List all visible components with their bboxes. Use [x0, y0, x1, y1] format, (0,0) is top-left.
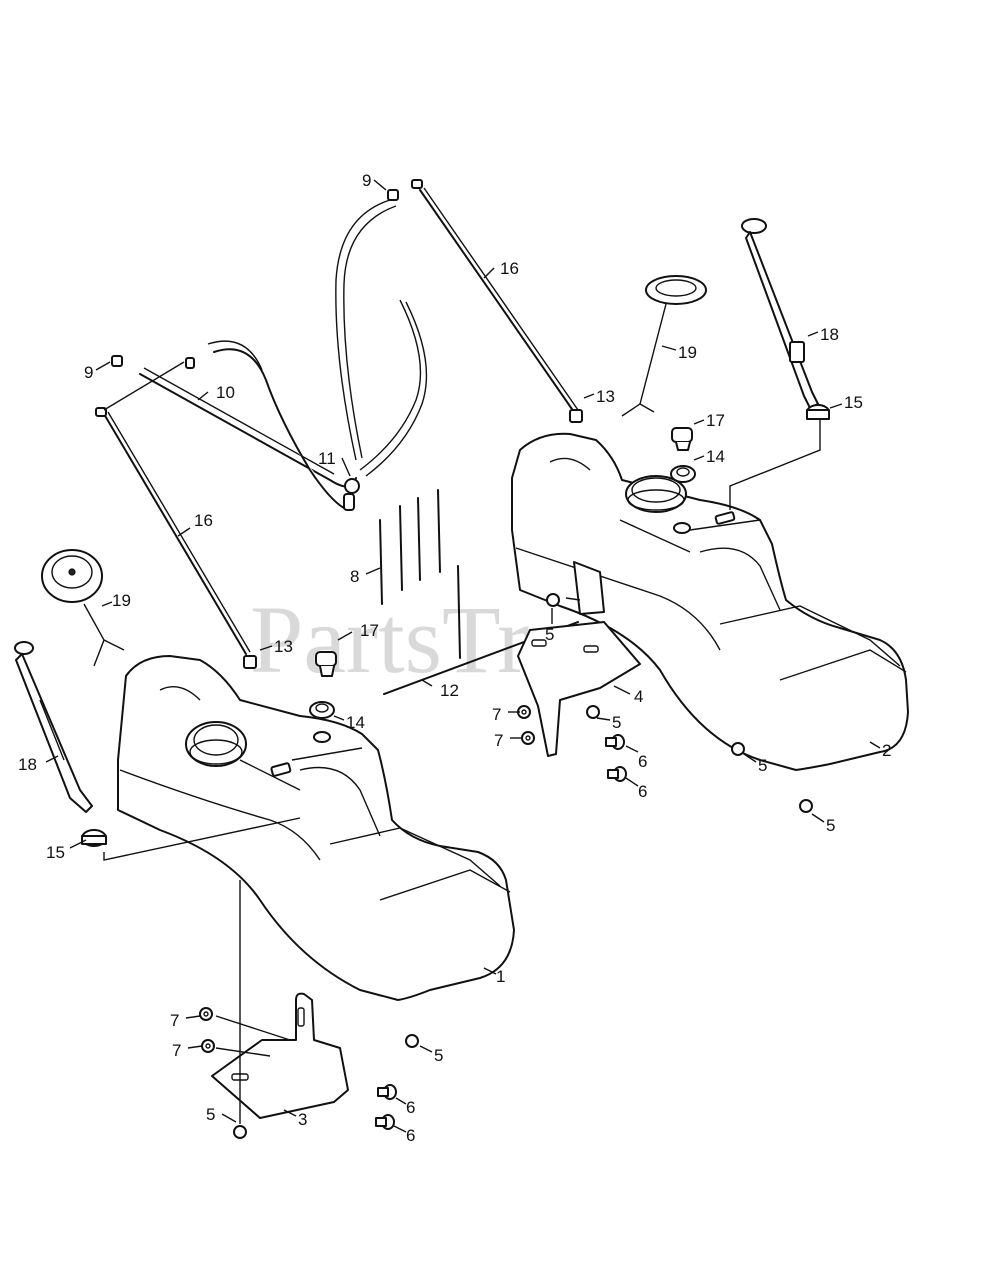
right-tank-filler-neck — [625, 475, 687, 513]
left-tank-vent-slot — [270, 762, 292, 777]
callout-14-a[interactable]: 14 — [346, 713, 365, 732]
callout-5-d[interactable]: 5 — [826, 816, 835, 835]
callout-7-a[interactable]: 7 — [492, 705, 501, 724]
right-tank-grommet-hole — [673, 522, 691, 534]
callout-6-c[interactable]: 6 — [406, 1098, 415, 1117]
nut-5-a[interactable] — [546, 593, 560, 607]
callout-15-b[interactable]: 15 — [844, 393, 863, 412]
callout-1[interactable]: 1 — [496, 967, 505, 986]
callout-leaders — [45, 179, 881, 1133]
t-fitting-11[interactable] — [343, 478, 360, 511]
callout-13-a[interactable]: 13 — [274, 637, 293, 656]
cable-ties-8[interactable] — [379, 489, 441, 605]
washer-7-b[interactable] — [521, 731, 535, 745]
callout-19-b[interactable]: 19 — [678, 343, 697, 362]
callout-16-a[interactable]: 16 — [194, 511, 213, 530]
callout-9-a[interactable]: 9 — [362, 171, 371, 190]
callout-3[interactable]: 3 — [298, 1110, 307, 1129]
fuel-gauge-18-left[interactable] — [14, 641, 93, 813]
callout-6-d[interactable]: 6 — [406, 1126, 415, 1145]
callout-18-a[interactable]: 18 — [18, 755, 37, 774]
right-fuel-tank[interactable] — [511, 432, 909, 771]
right-tank-vent-slot — [714, 511, 736, 525]
bolt-6-a[interactable] — [605, 734, 625, 750]
callout-5-b[interactable]: 5 — [612, 713, 621, 732]
callout-7-d[interactable]: 7 — [172, 1041, 181, 1060]
bushing-13-left[interactable] — [243, 655, 257, 669]
callout-4[interactable]: 4 — [634, 687, 643, 706]
mounting-bracket-4[interactable] — [517, 561, 641, 757]
callout-5-c[interactable]: 5 — [758, 756, 767, 775]
callout-5-f[interactable]: 5 — [206, 1105, 215, 1124]
left-tank-grommet-hole — [313, 731, 331, 743]
callout-8[interactable]: 8 — [350, 567, 359, 586]
fuel-gauge-18-right[interactable] — [741, 218, 819, 409]
assembly-guide-lines — [103, 361, 821, 1124]
bolt-6-b[interactable] — [607, 766, 627, 782]
callout-18-b[interactable]: 18 — [820, 325, 839, 344]
callout-labels: 1 2 3 4 5 5 5 5 5 5 6 6 6 6 7 7 7 7 8 9 … — [18, 171, 891, 1145]
nut-5-d[interactable] — [799, 799, 813, 813]
fuel-valve-17-right[interactable] — [671, 427, 693, 451]
washer-7-d[interactable] — [201, 1039, 215, 1053]
bushing-15-right[interactable] — [806, 404, 830, 420]
callout-19-a[interactable]: 19 — [112, 591, 131, 610]
bushing-13-right[interactable] — [569, 409, 583, 423]
callout-10[interactable]: 10 — [216, 383, 235, 402]
callout-13-b[interactable]: 13 — [596, 387, 615, 406]
fuel-hose-upper[interactable] — [335, 199, 428, 477]
fuel-line-16-left[interactable] — [103, 411, 251, 655]
nut-5-b[interactable] — [586, 705, 600, 719]
clamp-9-left[interactable] — [111, 355, 123, 367]
fuel-cap-19-left[interactable] — [41, 549, 125, 667]
bushing-15-left[interactable] — [81, 829, 107, 847]
callout-16-b[interactable]: 16 — [500, 259, 519, 278]
washer-7-c[interactable] — [199, 1007, 213, 1021]
mounting-bracket-3[interactable] — [211, 992, 349, 1119]
callout-7-c[interactable]: 7 — [170, 1011, 179, 1030]
hose-clamp-small — [185, 357, 195, 369]
callout-5-e[interactable]: 5 — [434, 1046, 443, 1065]
elbow-fitting-right — [411, 179, 423, 189]
fuel-cap-19-right[interactable] — [621, 275, 707, 417]
nut-5-c[interactable] — [731, 742, 745, 756]
callout-17-b[interactable]: 17 — [706, 411, 725, 430]
callout-17-a[interactable]: 17 — [360, 621, 379, 640]
callout-14-b[interactable]: 14 — [706, 447, 725, 466]
clamp-9-upper[interactable] — [387, 189, 399, 201]
callout-12[interactable]: 12 — [440, 681, 459, 700]
nut-5-f[interactable] — [233, 1125, 247, 1139]
grommet-14-right[interactable] — [670, 465, 696, 483]
bolt-6-d[interactable] — [375, 1114, 395, 1130]
fuel-hose-10[interactable] — [139, 340, 357, 509]
nut-5-e[interactable] — [405, 1034, 419, 1048]
fuel-valve-17-left[interactable] — [315, 651, 337, 677]
grommet-14-left[interactable] — [309, 701, 335, 719]
callout-11[interactable]: 11 — [318, 449, 336, 468]
callout-2[interactable]: 2 — [882, 741, 891, 760]
callout-15-a[interactable]: 15 — [46, 843, 65, 862]
elbow-fitting-left — [95, 407, 107, 417]
left-tank-filler-neck — [185, 721, 247, 767]
bolt-6-c[interactable] — [377, 1084, 397, 1100]
callout-5-a[interactable]: 5 — [545, 625, 554, 644]
callout-7-b[interactable]: 7 — [494, 731, 503, 750]
callout-6-b[interactable]: 6 — [638, 782, 647, 801]
fuel-line-16-right[interactable] — [419, 187, 579, 413]
callout-9-b[interactable]: 9 — [84, 363, 93, 382]
callout-6-a[interactable]: 6 — [638, 752, 647, 771]
